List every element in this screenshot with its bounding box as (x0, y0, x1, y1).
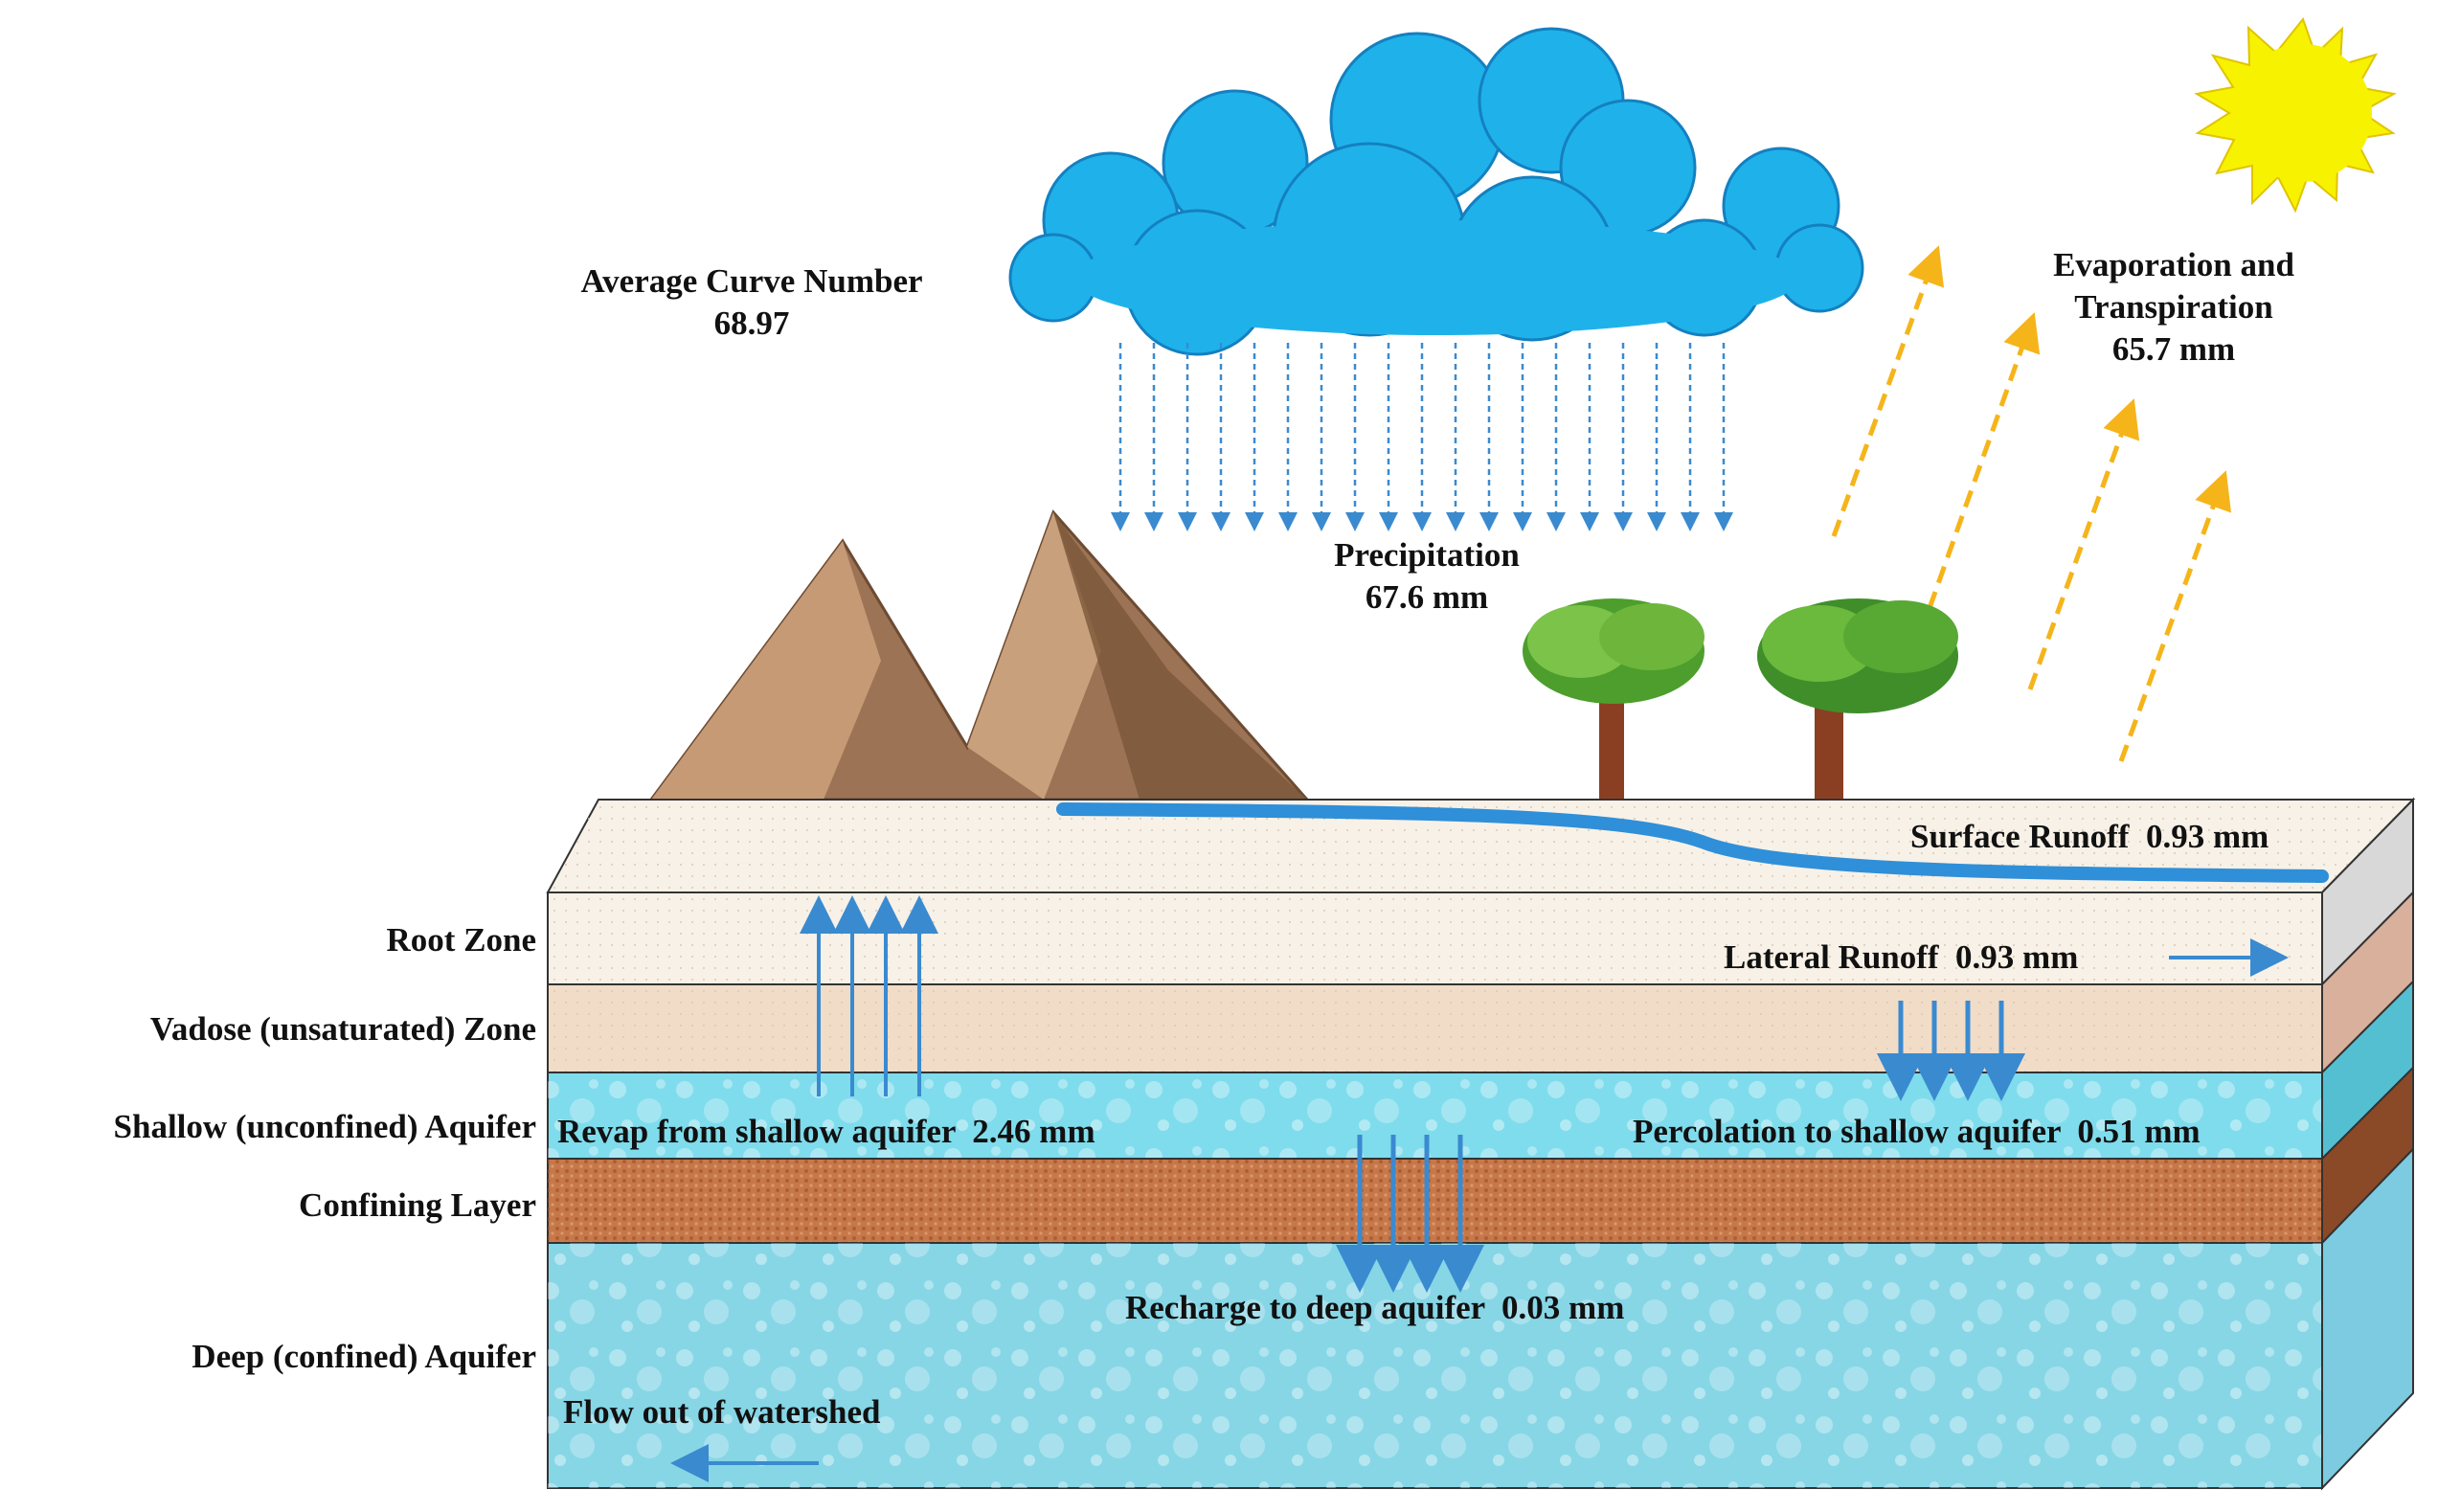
precipitation-label: Precipitation 67.6 mm (1264, 534, 1590, 619)
layer-shallow-aquifer (547, 1072, 2323, 1160)
tree-icon (1757, 598, 1958, 800)
revap-label: Revap from shallow aquifer 2.46 mm (557, 1113, 1095, 1150)
recharge-arrows (1336, 1135, 1484, 1293)
curve-number-value: 68.97 (713, 304, 790, 342)
layer-label-confining: Confining Layer (299, 1186, 536, 1224)
curve-number-title: Average Curve Number (580, 262, 923, 300)
mountain-icon (648, 509, 1311, 801)
sun-icon (2194, 16, 2397, 214)
layer-label-vadose: Vadose (unsaturated) Zone (149, 1010, 536, 1048)
recharge-label: Recharge to deep aquifer 0.03 mm (1125, 1289, 1625, 1326)
surface-runoff-stream (1056, 802, 2329, 883)
revap-arrows (800, 895, 938, 1096)
layer-vadose-zone (547, 983, 2323, 1073)
curve-number-label: Average Curve Number 68.97 (522, 260, 982, 345)
evapotranspiration-label: Evaporation and Transpiration 65.7 mm (1992, 244, 2356, 370)
layer-deep-aquifer (547, 1242, 2323, 1489)
tree-icon (1523, 598, 1704, 800)
et-line-1: Evaporation and (2053, 246, 2294, 283)
cloud-icon (1008, 27, 1864, 356)
layer-root-zone (547, 891, 2323, 985)
precipitation-value: 67.6 mm (1365, 577, 1489, 616)
rain-arrow-icon (1111, 343, 1733, 531)
percolation-label: Percolation to shallow aquifer 0.51 mm (1633, 1113, 2201, 1150)
percolation-arrows (1877, 1001, 2025, 1101)
layer-confining (547, 1158, 2323, 1244)
block-side-face (2321, 797, 2414, 1491)
et-value: 65.7 mm (2111, 329, 2236, 368)
et-line-2: Transpiration (2074, 287, 2273, 326)
et-arrow-icon (1831, 245, 2232, 762)
layer-label-root-zone: Root Zone (386, 921, 536, 959)
surface-runoff-label: Surface Runoff 0.93 mm (1910, 818, 2269, 855)
layer-label-shallow-aquifer: Shallow (unconfined) Aquifer (113, 1108, 536, 1145)
layer-label-deep-aquifer: Deep (confined) Aquifer (192, 1338, 536, 1375)
lateral-runoff-label: Lateral Runoff 0.93 mm (1724, 938, 2079, 976)
flow-out-label: Flow out of watershed (563, 1393, 881, 1431)
precipitation-title: Precipitation (1334, 536, 1520, 574)
